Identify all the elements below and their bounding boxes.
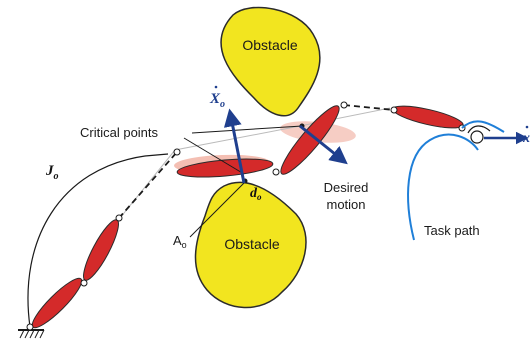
svg-text:Xo: Xo: [209, 91, 225, 110]
point-a-leader: [189, 182, 245, 238]
velocity-arrow: [223, 108, 246, 184]
joint: [340, 101, 348, 109]
desired-motion-label-2: motion: [326, 197, 365, 212]
distance-label: do: [250, 186, 262, 202]
desired-motion-label-1: Desired: [324, 180, 369, 195]
point-a-label: Ao: [173, 233, 187, 250]
link-5: [392, 105, 464, 129]
joint-arc: [27, 153, 169, 328]
obstacle-bottom-label: Obstacle: [224, 236, 279, 252]
joint: [80, 279, 88, 287]
joint: [390, 106, 398, 114]
obstacle-bottom: [194, 181, 307, 309]
obstacle-top-label: Obstacle: [242, 37, 297, 53]
effector-velocity-label: x: [522, 125, 530, 146]
link-dashed-1: [118, 151, 178, 219]
previous-configuration: [119, 107, 391, 219]
velocity-label: Xo: [209, 85, 225, 110]
task-path-curve: [407, 133, 479, 241]
joint: [115, 214, 123, 222]
joint: [272, 168, 280, 176]
joint-label: Jo: [45, 163, 59, 182]
critical-leader-2: [183, 137, 245, 175]
link-3: [176, 158, 274, 178]
desired-motion-arrow: [299, 124, 348, 165]
task-path-curve-2: [461, 120, 505, 133]
link-dashed-2: [343, 104, 395, 111]
svg-text:x: x: [522, 131, 530, 146]
critical-leader-1: [191, 125, 303, 134]
link-2: [83, 219, 119, 281]
end-effector: [467, 125, 491, 144]
critical-points-label: Critical points: [80, 125, 159, 140]
joint: [173, 148, 181, 156]
link-4: [280, 105, 340, 175]
obstacle-top: [220, 6, 321, 117]
base-ground: [18, 329, 45, 339]
link-1: [31, 277, 83, 329]
joint-base: [26, 323, 34, 331]
task-path-label: Task path: [424, 223, 480, 238]
